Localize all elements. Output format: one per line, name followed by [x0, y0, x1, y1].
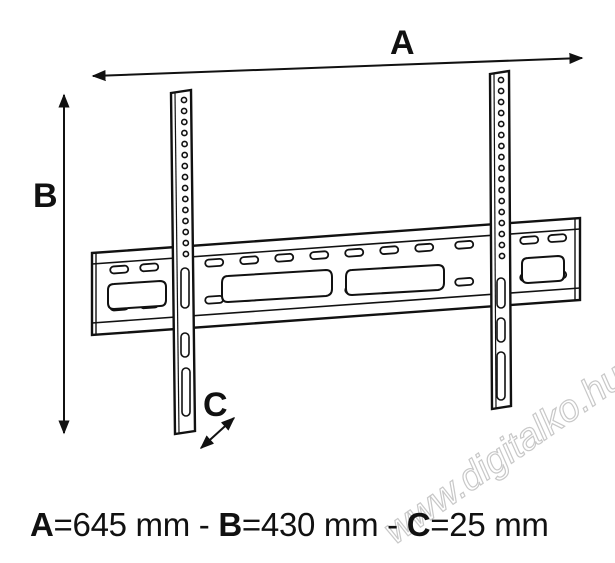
rail-slot: [414, 242, 435, 253]
bracket-hole: [180, 129, 188, 137]
bracket-hole: [181, 151, 189, 159]
dimension-c-label: C: [203, 386, 228, 424]
caption-separator: -: [189, 506, 219, 543]
caption-c-key: C: [406, 506, 431, 543]
bracket-hole: [182, 217, 189, 225]
bracket-hole: [180, 118, 188, 126]
rail-slot: [274, 252, 295, 263]
bracket-hole: [181, 173, 189, 181]
rail-slot: [239, 255, 260, 266]
dimension-a-label: A: [390, 24, 415, 62]
bracket-hole: [498, 252, 506, 260]
caption-b-key: B: [218, 506, 242, 543]
left-bracket-holes: [180, 96, 190, 258]
rail-slot: [454, 240, 475, 250]
bracket-hole: [498, 164, 505, 172]
caption-separator: -: [378, 506, 407, 543]
bracket-hole: [181, 162, 189, 170]
bracket-hole: [182, 250, 190, 258]
bracket-hole: [181, 140, 188, 148]
caption-b-value: =430 mm: [241, 506, 379, 543]
bracket-hole: [497, 153, 505, 161]
bracket-hole: [498, 219, 506, 227]
bracket-hole: [497, 109, 505, 117]
bracket-hole: [181, 206, 189, 214]
bracket-hole: [498, 241, 506, 249]
rail-slot: [344, 247, 365, 258]
rail-large-cutouts: [107, 254, 565, 311]
bracket-hole: [498, 186, 505, 194]
rail-slot: [547, 233, 568, 243]
horizontal-rail: [90, 216, 582, 337]
rail-slot: [204, 257, 225, 268]
caption-c-value: =25 mm: [430, 506, 549, 543]
dimension-c: C: [199, 386, 236, 449]
rail-slot: [204, 294, 225, 305]
bracket-hole: [181, 184, 189, 192]
dimension-a: A: [91, 24, 584, 82]
bracket-hole: [497, 87, 505, 95]
caption-a-value: =645 mm: [53, 506, 191, 543]
bracket-hole: [498, 175, 505, 183]
bracket-hole: [180, 107, 188, 115]
bracket-hole: [182, 228, 190, 236]
rail-slot: [454, 277, 475, 287]
left-vertical-bracket: [169, 88, 197, 436]
rail-slot: [519, 235, 540, 245]
bracket-hole: [497, 76, 505, 84]
bracket-hole: [180, 96, 188, 104]
bracket-hole: [497, 120, 505, 128]
rail-slot: [139, 262, 160, 273]
dimension-b: B: [33, 93, 70, 435]
rail-slot: [309, 250, 330, 261]
bracket-hole: [498, 208, 506, 216]
bracket-hole: [497, 131, 505, 139]
bracket-hole: [497, 98, 505, 106]
rail-slot: [109, 264, 130, 275]
bracket-hole: [498, 197, 506, 205]
dimensions-caption: A=645 mm - B=430 mm - C=25 mm: [30, 506, 549, 544]
bracket-hole: [497, 142, 505, 150]
right-vertical-bracket: [488, 69, 513, 411]
bracket-hole: [498, 230, 506, 238]
caption-a-key: A: [30, 506, 54, 543]
bracket-hole: [181, 195, 189, 203]
rail-slot: [379, 245, 400, 255]
dimension-b-label: B: [33, 177, 58, 215]
bracket-hole: [182, 239, 190, 247]
